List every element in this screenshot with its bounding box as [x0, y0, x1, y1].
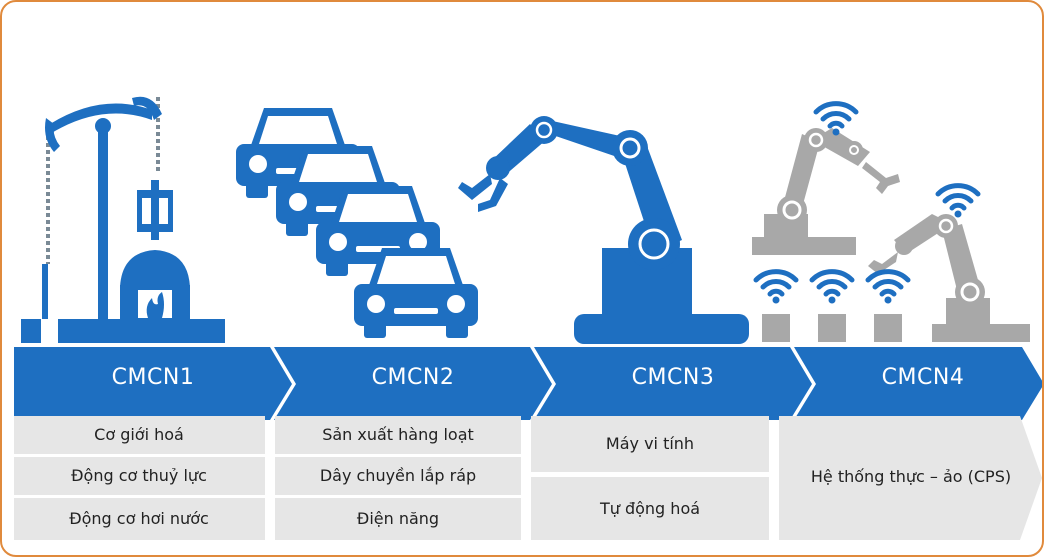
cmcn2-item: Điện năng	[356, 509, 440, 528]
description-panels	[14, 416, 1042, 540]
car-assembly-line-icon	[236, 108, 478, 338]
connected-robots-wifi-icon	[752, 104, 1030, 342]
cmcn3-item: Máy vi tính	[605, 434, 695, 453]
stage-label-cmcn4: CMCN4	[881, 365, 965, 390]
stage-label-cmcn2: CMCN2	[371, 365, 455, 390]
cmcn2-item: Sản xuất hàng loạt	[322, 425, 474, 444]
cmcn3-item: Tự động hoá	[599, 499, 701, 518]
robot-arm-icon	[458, 116, 749, 344]
oil-pump-steam-engine-icon	[21, 96, 225, 343]
cmcn2-item: Dây chuyền lắp ráp	[319, 466, 477, 485]
stage-banner	[14, 347, 1042, 420]
cmcn1-item: Động cơ hơi nước	[69, 509, 209, 528]
stage-label-cmcn1: CMCN1	[111, 365, 195, 390]
cmcn4-item: Hệ thống thực – ảo (CPS)	[810, 467, 1012, 486]
chevron-cmcn3	[534, 347, 812, 420]
cmcn1-item: Động cơ thuỷ lực	[71, 466, 207, 485]
chevron-cmcn4	[794, 347, 1042, 420]
stage-label-cmcn3: CMCN3	[631, 365, 715, 390]
chevron-cmcn1	[14, 347, 292, 420]
cmcn1-item: Cơ giới hoá	[94, 425, 184, 444]
chevron-cmcn2	[274, 347, 552, 420]
